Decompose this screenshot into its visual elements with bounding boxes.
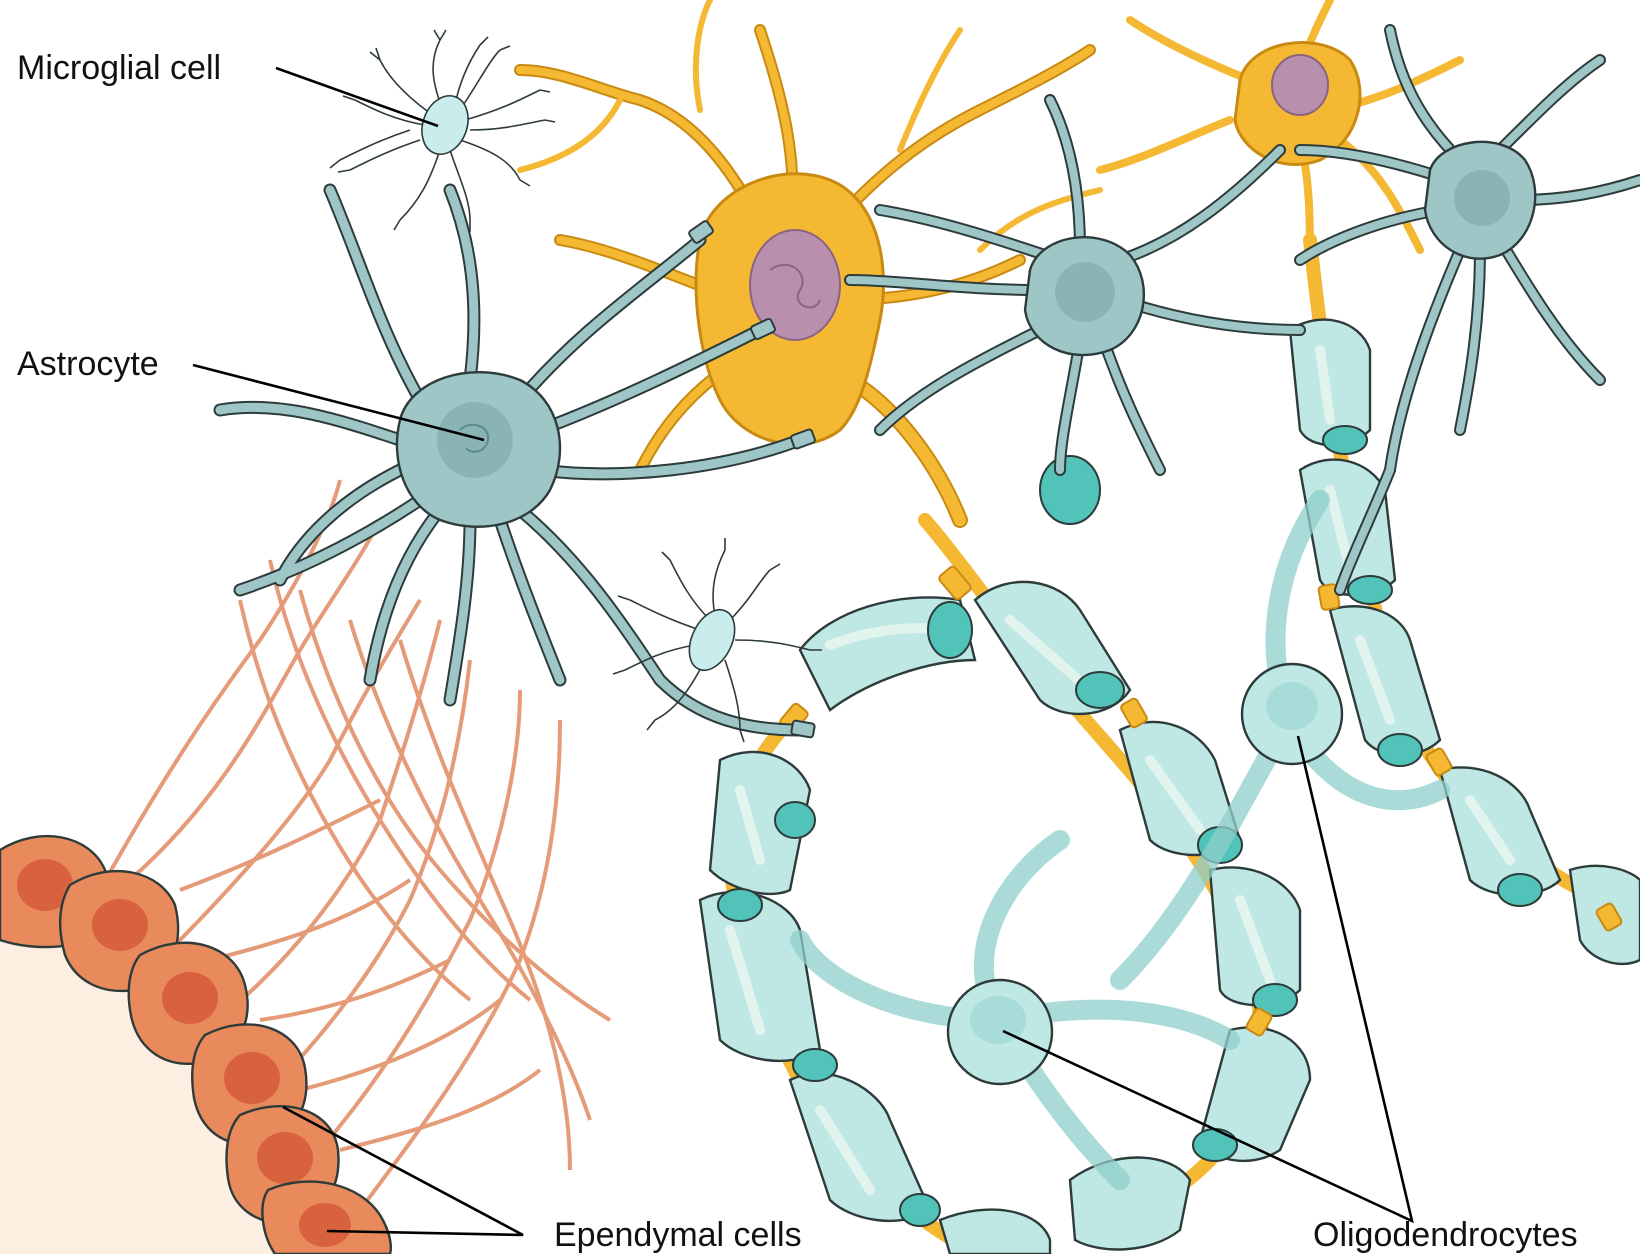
neuron-nucleus (749, 229, 841, 341)
neuron-main (514, 0, 1103, 528)
astrocyte-middle (844, 94, 1306, 476)
labels: Microglial cell Astrocyte Ependymal cell… (17, 49, 1578, 1254)
microglia-soma (688, 608, 736, 672)
oligodendrocyte-cells (790, 490, 1450, 1190)
myelin-segment (938, 1208, 1052, 1254)
leader-oligodendrocytes (1002, 735, 1414, 1224)
microglial-cell-lower (612, 538, 822, 743)
myelin-segment (1068, 1156, 1192, 1251)
ependymal-cell-layer (0, 835, 392, 1254)
ependymal-cell (261, 1180, 392, 1254)
astrocyte-right (1294, 24, 1640, 596)
label-ependymal-cells: Ependymal cells (554, 1216, 802, 1254)
ventricle-region (0, 900, 300, 1254)
myelin-segment (1288, 318, 1372, 447)
leader-astrocyte (192, 363, 485, 442)
astrocyte-main (213, 183, 816, 739)
neuron-nucleus (1271, 54, 1329, 116)
myelin-segment (698, 890, 822, 1063)
label-oligodendrocytes: Oligodendrocytes (1313, 1216, 1578, 1254)
myelin-segment (708, 750, 812, 896)
label-microglial-cell: Microglial cell (17, 49, 221, 87)
label-astrocyte: Astrocyte (17, 345, 159, 383)
myelin-segment (1438, 766, 1562, 897)
microglia-soma (421, 95, 469, 155)
leader-lines (192, 66, 1414, 1237)
leader-ependymal (282, 1105, 524, 1237)
leader-microglial (275, 66, 439, 128)
ventricle-lumen (0, 900, 300, 1254)
oligodendrocyte-cell (946, 978, 1054, 1086)
ependymal-fibers (98, 479, 612, 1212)
oligodendrocyte-cell (1240, 662, 1344, 766)
neuron-upper-right (1096, 0, 1464, 264)
myelin-segment (1328, 605, 1442, 757)
microglial-cell-upper (329, 29, 556, 232)
